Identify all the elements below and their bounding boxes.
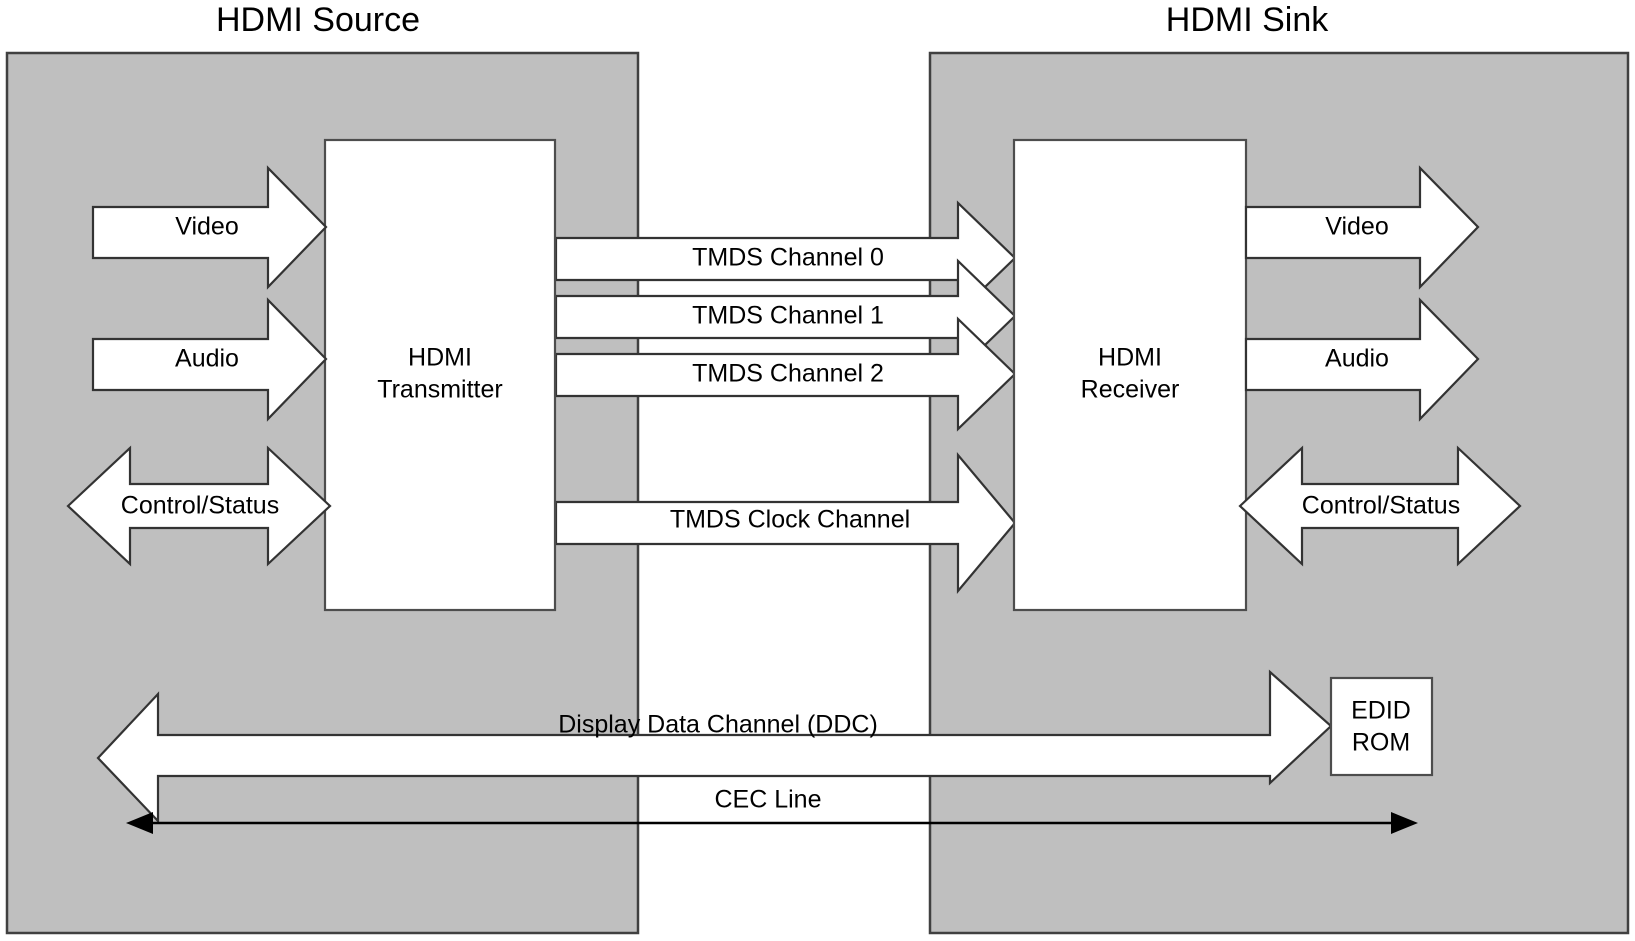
tmds-channel-0-arrow	[554, 200, 1017, 316]
tmds-channel-2-arrow	[554, 316, 1017, 432]
hdmi-source-title: HDMI Source	[216, 1, 420, 39]
sink-video-label: Video	[1325, 213, 1389, 241]
tmds-channel-1-arrow	[554, 258, 1017, 374]
source-audio-arrow	[91, 297, 328, 422]
cec-line-right-arrowhead	[1391, 812, 1418, 834]
display-data-channel-label: Display Data Channel (DDC)	[558, 711, 878, 739]
edid-rom-label-line1: EDID	[1351, 697, 1411, 725]
source-video-label: Video	[175, 213, 239, 241]
source-audio-label: Audio	[175, 345, 239, 373]
hdmi-transmitter-label-line1: HDMI	[408, 344, 472, 372]
tmds-channel-1-label: TMDS Channel 1	[692, 302, 884, 330]
cec-line-left-arrowhead	[126, 812, 153, 834]
tmds-channel-2-label: TMDS Channel 2	[692, 360, 884, 388]
sink-audio-arrow	[1244, 297, 1480, 422]
hdmi-transmitter-label-line2: Transmitter	[377, 376, 502, 404]
cec-line-label: CEC Line	[715, 786, 822, 814]
source-control-status-label: Control/Status	[121, 492, 279, 520]
hdmi-receiver-label-line2: Receiver	[1081, 376, 1180, 404]
sink-video-arrow	[1244, 165, 1480, 290]
edid-rom-label-line2: ROM	[1352, 729, 1410, 757]
sink-audio-label: Audio	[1325, 345, 1389, 373]
hdmi-transmitter-box	[323, 138, 557, 612]
source-video-arrow	[91, 165, 328, 290]
source-control-status-arrow	[66, 445, 332, 567]
edid-rom-box	[1329, 676, 1434, 777]
tmds-clock-channel-arrow	[554, 451, 1017, 595]
tmds-clock-channel-label: TMDS Clock Channel	[670, 506, 910, 534]
hdmi-receiver-label-line1: HDMI	[1098, 344, 1162, 372]
hdmi-sink-title: HDMI Sink	[1166, 1, 1329, 39]
sink-control-status-arrow	[1238, 445, 1522, 567]
sink-control-status-label: Control/Status	[1302, 492, 1460, 520]
tmds-channel-0-label: TMDS Channel 0	[692, 244, 884, 272]
